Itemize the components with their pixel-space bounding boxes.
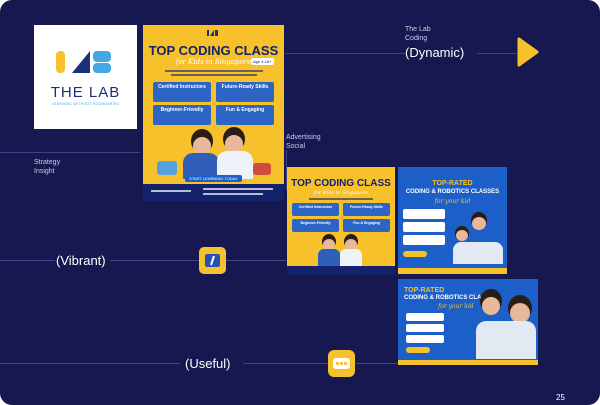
divider-line-mid-right <box>110 260 200 261</box>
divider-line-strategy <box>0 152 140 153</box>
poster-main: TOP CODING CLASS for Kids in Singapore A… <box>143 25 284 201</box>
vibrant-label: (Vibrant) <box>56 253 106 268</box>
the-lab-logo-mark <box>56 51 111 73</box>
blue-square-bullet-3 <box>403 235 445 245</box>
poster-square-body <box>309 198 373 200</box>
poster-square-footer <box>287 266 395 275</box>
play-arrow-icon <box>517 37 539 67</box>
poster-main-cta: START LEARNING TODAY <box>185 175 242 182</box>
poster-blue-wide-top: TOP-RATED <box>404 287 445 294</box>
blue-wide-bullet-2 <box>406 324 444 332</box>
poster-blue-square: TOP-RATED CODING & ROBOTICS CLASSES for … <box>398 167 507 274</box>
blue-wide-cta <box>406 347 430 353</box>
divider-line-bottom-right <box>243 363 328 364</box>
logo-wordmark: THE LAB <box>50 84 121 101</box>
divider-line-bottom <box>0 363 180 364</box>
blue-wide-kids <box>476 285 536 359</box>
blue-square-bullet-1 <box>403 209 445 219</box>
square-feature-card-4: Fun & Engaging <box>343 219 390 232</box>
divider-line-mid-right2 <box>226 260 286 261</box>
feature-card-4: Fun & Engaging <box>216 105 274 125</box>
divider-vertical <box>286 150 287 190</box>
poster-blue-wide: TOP-RATED CODING & ROBOTICS CLASSES for … <box>398 279 538 365</box>
ellipsis-dots-icon <box>328 350 355 377</box>
poster-main-body-text2 <box>171 74 257 76</box>
square-feature-card-3: Beginner-Friendly <box>292 219 339 232</box>
poster-square-subtitle: for Kids in Singapore <box>314 190 368 196</box>
page-number: 25 <box>556 393 565 402</box>
poster-main-subtitle: for Kids in Singapore <box>175 58 252 66</box>
useful-label: (Useful) <box>185 356 231 371</box>
feature-card-1: Certified Instructors <box>153 82 211 102</box>
strategy-insight-label: Strategy Insight <box>34 159 61 175</box>
poster-blue-square-top: TOP-RATED <box>432 180 473 187</box>
poster-blue-wide-subtitle: for your kid <box>438 303 474 310</box>
blue-wide-bullet-1 <box>406 313 444 321</box>
divider-line-mid <box>0 260 55 261</box>
poster-logo-mark <box>207 30 218 36</box>
poster-blue-square-footer <box>398 268 507 274</box>
poster-blue-square-subtitle: for your kid <box>434 198 471 205</box>
divider-line-top <box>285 53 405 54</box>
divider-line-top-right <box>477 53 517 54</box>
logo-tagline: LEARNING WITHOUT BOUNDARIES <box>51 102 120 106</box>
poster-blue-wide-title: CODING & ROBOTICS CLASSES <box>404 295 498 301</box>
poster-square-yellow: TOP CODING CLASS for Kids in Singapore C… <box>287 167 395 275</box>
feature-card-3: Beginner-Friendly <box>153 105 211 125</box>
blue-wide-bullet-3 <box>406 335 444 343</box>
poster-main-footer <box>143 184 284 201</box>
poster-main-badge: Age 4-16+ <box>251 58 274 65</box>
blue-square-bullet-2 <box>403 222 445 232</box>
divider-line-bottom-right2 <box>355 363 397 364</box>
poster-blue-square-title: CODING & ROBOTICS CLASSES <box>405 189 500 195</box>
poster-main-title: TOP CODING CLASS <box>148 43 279 58</box>
poster-blue-wide-footer <box>398 360 538 365</box>
square-kids-photo <box>312 234 370 266</box>
poster-main-body-text <box>165 70 263 72</box>
blue-square-kids <box>453 212 503 264</box>
feature-card-2: Future-Ready Skills <box>216 82 274 102</box>
square-feature-card-2: Future-Ready Skills <box>343 203 390 216</box>
slash-code-icon <box>199 247 226 274</box>
square-feature-card-1: Certified Instructors <box>292 203 339 216</box>
kids-photo <box>153 127 274 179</box>
lab-coding-label: The Lab Coding <box>405 26 431 42</box>
dynamic-label: (Dynamic) <box>405 45 465 60</box>
poster-square-title: TOP CODING CLASS <box>291 178 391 189</box>
the-lab-logo-card: THE LAB LEARNING WITHOUT BOUNDARIES <box>34 25 137 129</box>
blue-square-cta <box>403 251 427 257</box>
advertising-social-label: Advertising Social <box>286 134 321 150</box>
